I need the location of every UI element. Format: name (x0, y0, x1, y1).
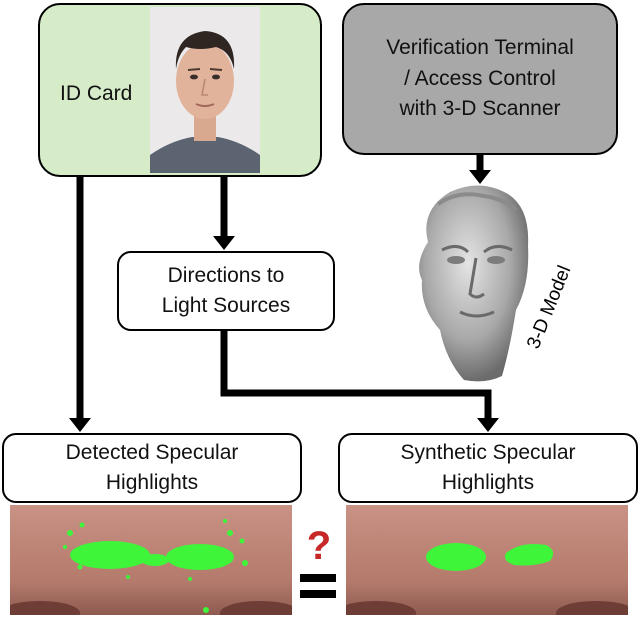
id-card-label: ID Card (60, 82, 133, 105)
3d-head-model-icon: 3-D Model (419, 185, 575, 382)
comparison-question-mark: ? (306, 524, 332, 568)
arrowhead-directions (213, 236, 235, 250)
arrowhead-model (469, 170, 491, 184)
3d-model-label: 3-D Model (523, 263, 575, 352)
nose-skin-detected-image (10, 505, 292, 615)
arrow-directions-to-synthetic (220, 331, 492, 420)
id-card-box: ID Card (38, 3, 322, 177)
nose-skin-synthetic-image (346, 505, 628, 615)
detected-specular-highlights-box: Detected Specular Highlights (2, 433, 302, 503)
directions-label: Directions to Light Sources (161, 263, 291, 317)
synthetic-specular-highlights-box: Synthetic Specular Highlights (338, 433, 638, 503)
synthetic-label: Synthetic Specular Highlights (400, 440, 576, 494)
arrowhead-detected (69, 418, 91, 432)
arrowhead-synthetic (477, 418, 499, 432)
directions-to-light-sources-box: Directions to Light Sources (117, 251, 335, 331)
verification-terminal-box: Verification Terminal / Access Control w… (342, 3, 618, 155)
equals-sign-icon (300, 574, 336, 598)
verification-terminal-label: Verification Terminal / Access Control w… (386, 36, 574, 121)
detected-label: Detected Specular Highlights (65, 440, 239, 494)
face-photo-icon (150, 7, 260, 173)
